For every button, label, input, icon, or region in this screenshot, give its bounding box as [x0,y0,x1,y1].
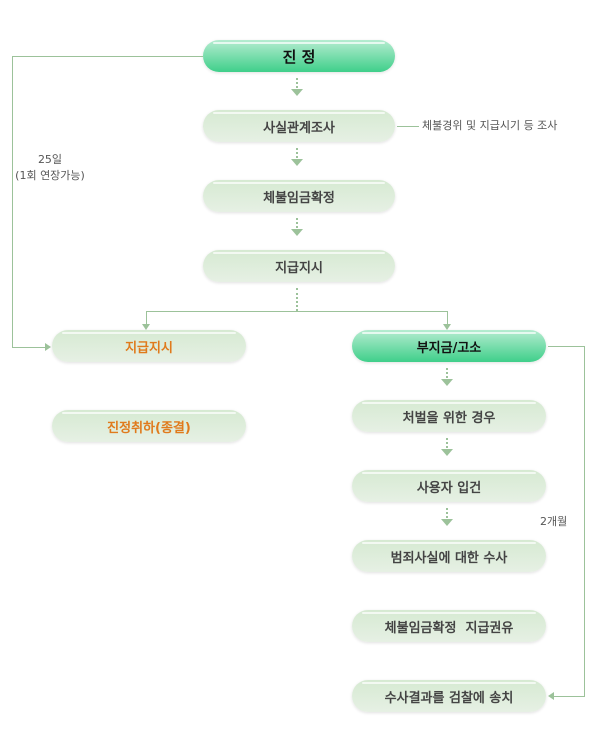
node-nonpayment-complaint: 부지금/고소 [352,330,546,362]
connector [397,126,419,127]
connector [446,438,448,448]
arrow-down-icon [291,89,303,96]
connector [548,346,584,347]
deadline-days: 25일 [37,153,63,166]
node-unpaid-wage-confirmation: 체불임금확정 [203,180,395,212]
arrow-down-icon [441,519,453,526]
arrow-down-icon [441,379,453,386]
connector [12,347,46,348]
node-send-to-prosecution: 수사결과를 검찰에 송치 [352,680,546,712]
arrow-down-icon [142,324,150,330]
node-criminal-investigation: 범죄사실에 대한 수사 [352,540,546,572]
node-payment-order: 지급지시 [203,250,395,282]
side-note: 체불경위 및 지급시기 등 조사 [422,119,558,132]
connector [447,311,448,325]
node-payment-recommendation: 체불임금확정 지급권유 [352,610,546,642]
arrow-down-icon [441,449,453,456]
connector [296,148,298,158]
node-payment-order-left: 지급지시 [52,330,246,362]
connector [12,56,203,57]
connector [296,288,298,311]
node-fact-investigation: 사실관계조사 [203,110,395,142]
node-withdrawal: 진정취하(종결) [52,410,246,442]
arrow-right-icon [45,343,51,351]
arrow-left-icon [548,692,554,700]
connector [584,346,585,696]
connector [296,218,298,228]
duration-label: 2개월 [540,515,568,528]
connector [446,368,448,378]
deadline-extension: (1회 연장가능) [15,169,85,182]
connector [146,311,147,325]
connector [446,508,448,518]
connector [146,311,448,312]
node-complaint: 진 정 [203,40,395,72]
deadline-label: 25일 (1회 연장가능) [8,152,92,184]
arrow-down-icon [443,324,451,330]
connector [12,56,13,347]
node-for-punishment: 처벌을 위한 경우 [352,400,546,432]
arrow-down-icon [291,229,303,236]
connector [553,696,585,697]
arrow-down-icon [291,159,303,166]
connector [296,78,298,88]
node-employer-booking: 사용자 입건 [352,470,546,502]
